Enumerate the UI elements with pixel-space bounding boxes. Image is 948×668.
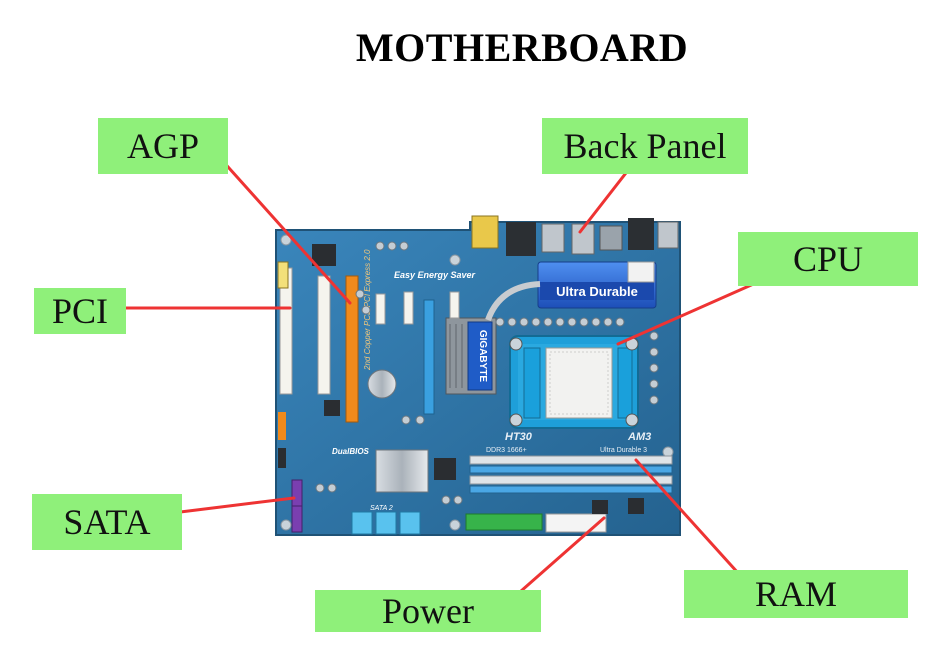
label-sata: SATA [32, 494, 182, 550]
label-ram: RAM [684, 570, 908, 618]
left-headers [278, 412, 286, 440]
ide-connector [465, 513, 543, 531]
pcie-x1-slot-3 [449, 291, 460, 319]
cpu-socket [509, 335, 639, 429]
sata2-text: SATA 2 [370, 505, 393, 512]
sata-ports [291, 479, 421, 535]
heatpipe [485, 281, 541, 322]
southbridge-heatsink [375, 449, 429, 493]
ultra-durable-text: Ultra Durable [556, 284, 638, 299]
northbridge-heatsink: GIGABYTE [445, 317, 497, 395]
cpu-power-connector [627, 261, 655, 283]
label-cpu: CPU [738, 232, 918, 286]
page-title: MOTHERBOARD [355, 25, 689, 70]
dualbios-text: DualBIOS [332, 447, 370, 456]
pcie-x16-slot-2 [423, 299, 435, 415]
label-power: Power [315, 590, 541, 632]
ultra-durable-3-text: Ultra Durable 3 [600, 447, 647, 454]
main-power-connector [545, 513, 607, 533]
cmos-battery [367, 369, 397, 399]
am3-text: AM3 [627, 431, 651, 443]
pcie-x1-slot-2 [403, 291, 414, 325]
ddr3-text: DDR3 1666+ [486, 447, 527, 454]
label-agp: AGP [98, 118, 228, 174]
label-pci: PCI [34, 288, 126, 334]
gigabyte-logo-text: GIGABYTE [477, 330, 488, 383]
easy-energy-text: Easy Energy Saver [394, 270, 476, 280]
ht30-text: HT30 [505, 431, 533, 443]
agp-pcie-slot [345, 275, 359, 423]
label-back-panel: Back Panel [542, 118, 748, 174]
pcie-x1-slot-1 [375, 293, 386, 325]
